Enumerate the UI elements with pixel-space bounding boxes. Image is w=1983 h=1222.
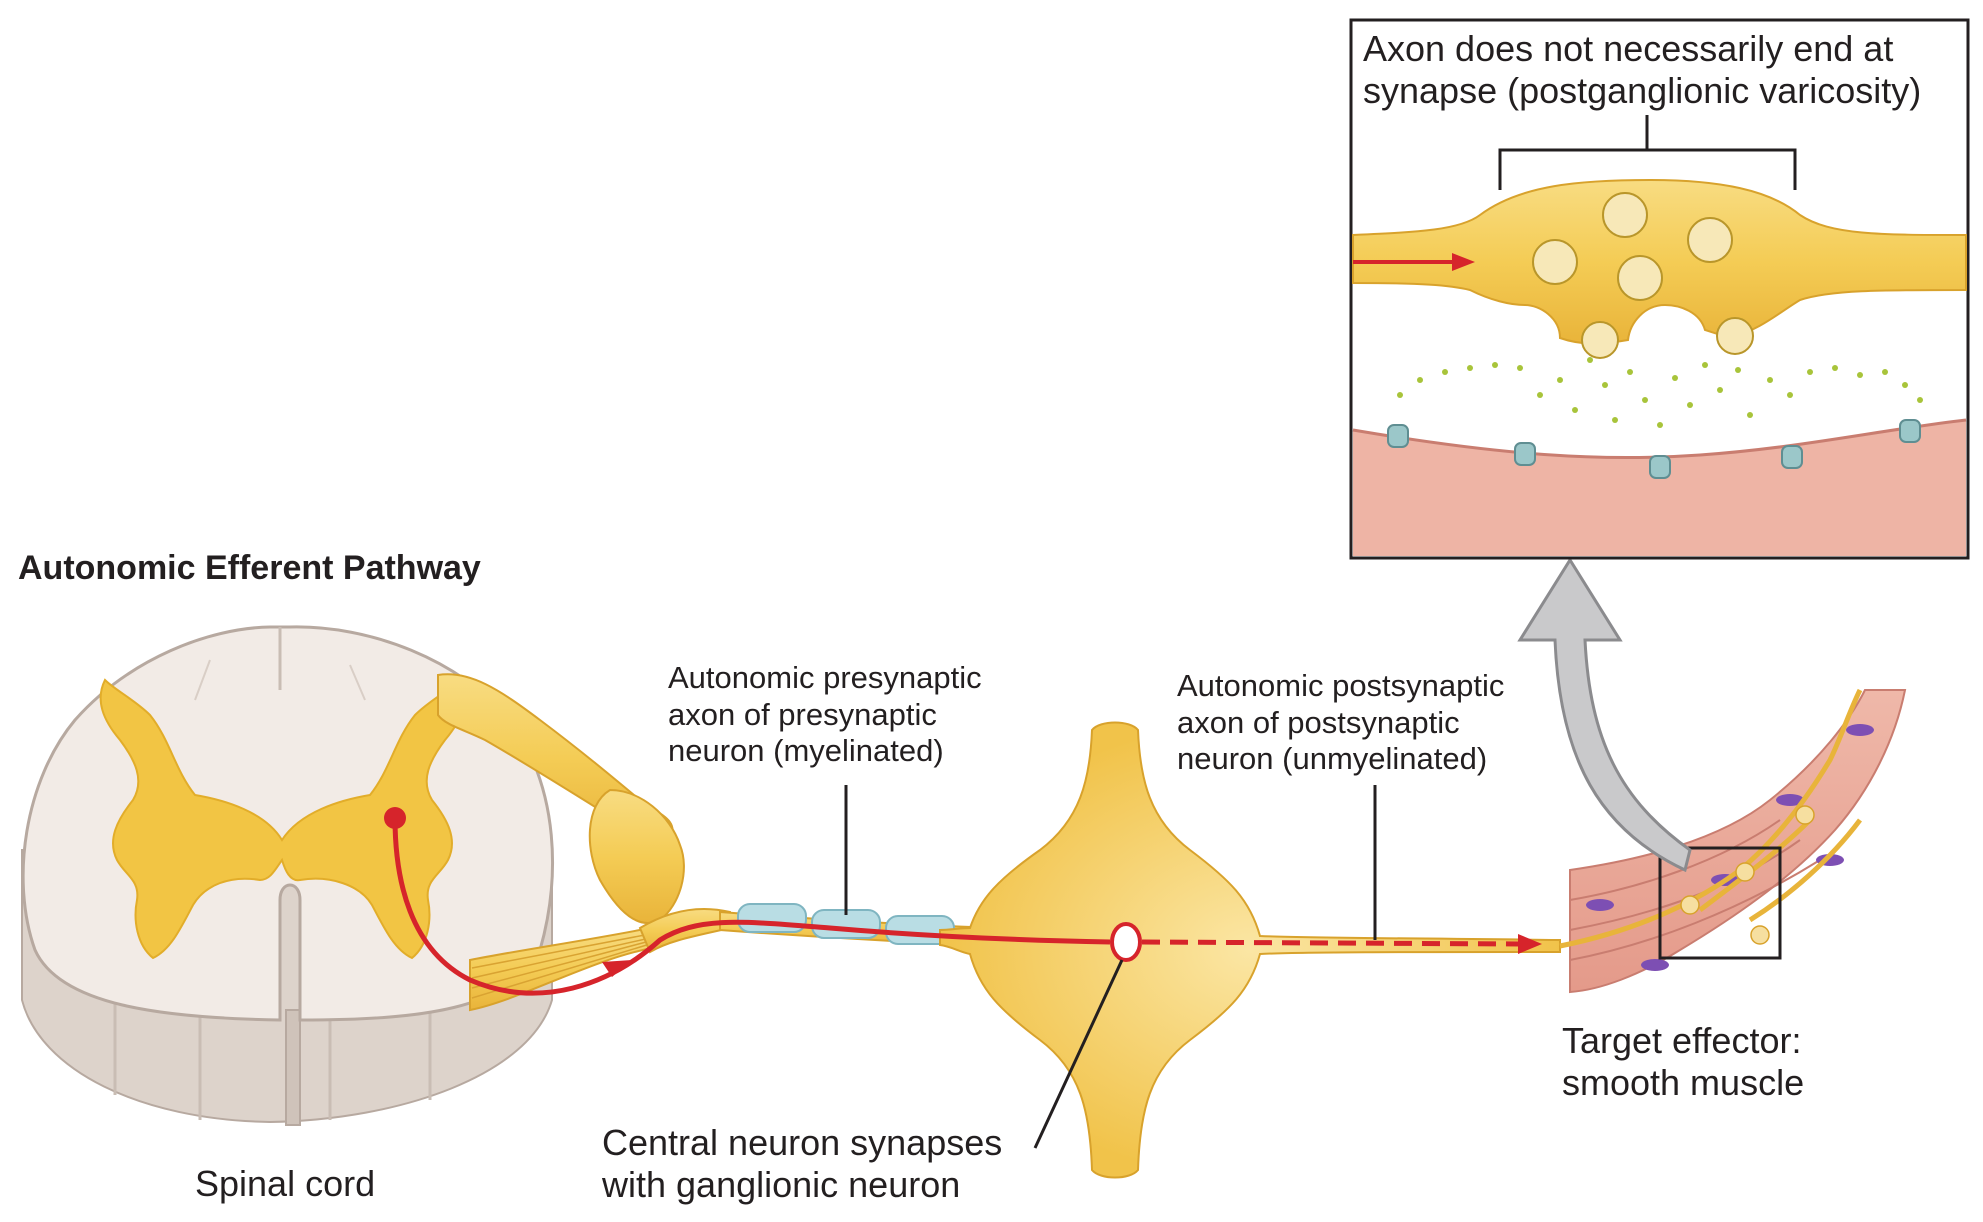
spinal-cord	[21, 625, 674, 1126]
pathway-arrowhead-2	[1518, 934, 1542, 954]
central-synapse-leader	[1033, 959, 1124, 1149]
spinal-cord-ventral-fissure-side	[285, 1009, 301, 1126]
inset-caption: Axon does not necessarily end at synapse…	[1363, 28, 1922, 112]
leader-lines	[844, 785, 1377, 1149]
central-synapse-label: Central neuron synapses with ganglionic …	[602, 1122, 1003, 1206]
autonomic-ganglion	[939, 721, 1561, 1179]
inset-arrow	[1517, 557, 1692, 873]
myelin-sheath	[737, 903, 955, 945]
ganglion-body	[939, 721, 1561, 1179]
inset-bracket	[1498, 115, 1797, 190]
smooth-muscle	[1559, 688, 1907, 994]
neurotransmitters	[1397, 357, 1923, 428]
diagram-title: Autonomic Efferent Pathway	[18, 549, 481, 587]
spinal-cord-label: Spinal cord	[195, 1163, 376, 1204]
receptor-proteins	[1387, 419, 1921, 479]
postsynaptic-pathway-line	[1141, 939, 1521, 947]
dorsal-root-ganglion	[588, 788, 685, 925]
presynaptic-label: Autonomic presynaptic axon of presynapti…	[668, 660, 982, 769]
ganglionic-synapse	[1110, 922, 1142, 962]
inset-axon-varicosity	[1352, 178, 1967, 345]
presynaptic-pathway-line	[392, 817, 1111, 996]
pathway-arrowhead-1	[602, 960, 632, 977]
inset-muscle-cell	[1353, 420, 1966, 556]
inset-source-box	[1658, 846, 1782, 960]
varicosity-inset	[1349, 18, 1970, 560]
synaptic-vesicles	[1532, 192, 1754, 359]
postsynaptic-label: Autonomic postsynaptic axon of postsynap…	[1177, 668, 1505, 777]
spinal-nerve	[588, 788, 731, 954]
target-effector-label: Target effector: smooth muscle	[1562, 1020, 1805, 1104]
efferent-pathway	[384, 807, 1542, 996]
